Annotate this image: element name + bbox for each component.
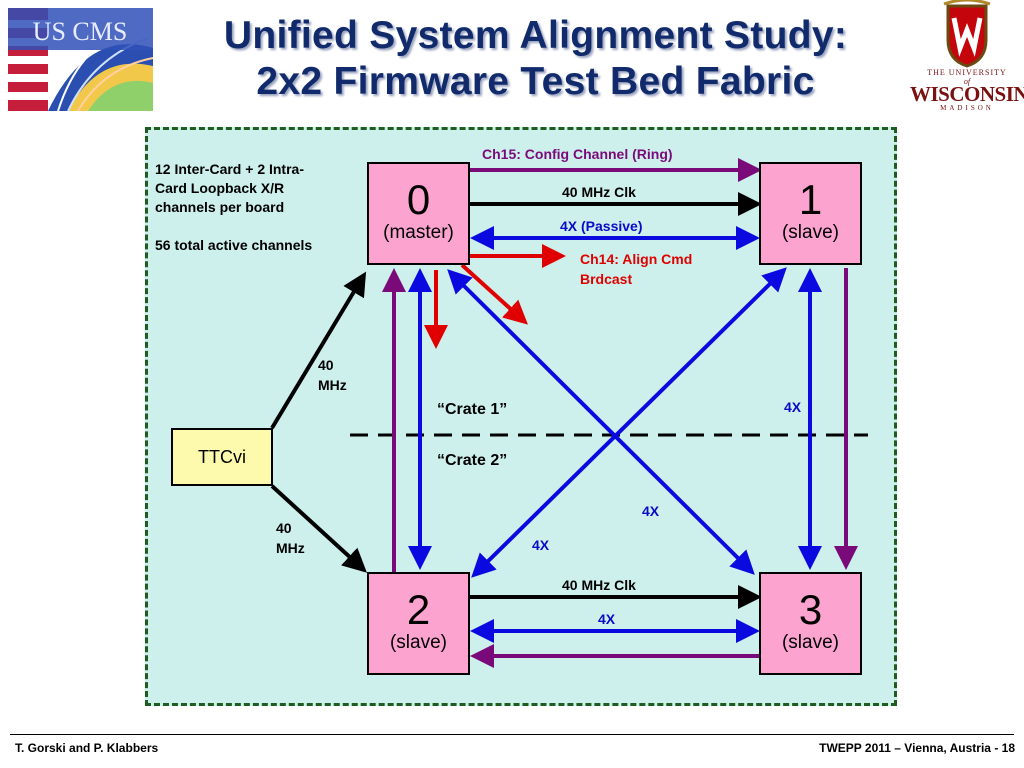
- page-title-line1: Unified System Alignment Study:: [223, 14, 848, 57]
- title-area: Unified System Alignment Study: 2x2 Firm…: [158, 8, 913, 111]
- uw-logo-line2: of: [963, 77, 971, 86]
- channel-notes: 12 Inter-Card + 2 Intra- Card Loopback X…: [155, 160, 355, 255]
- us-cms-logo-text: US CMS: [33, 17, 128, 46]
- us-cms-logo: US CMS: [8, 8, 153, 111]
- clk-top-label: 40 MHz Clk: [562, 184, 636, 200]
- node-0-master: 0 (master): [367, 162, 470, 265]
- uw-logo-line3: WISCONSIN: [910, 82, 1024, 106]
- x4-bottom-label: 4X: [598, 611, 616, 627]
- page-title-line2: 2x2 Firmware Test Bed Fabric: [256, 60, 815, 103]
- uw-logo-line1: THE UNIVERSITY: [927, 68, 1007, 77]
- node-3-slave: 3 (slave): [759, 572, 862, 675]
- uw-madison-logo: THE UNIVERSITY of WISCONSIN MADISON: [910, 0, 1024, 118]
- footer-event-page: TWEPP 2011 – Vienna, Austria - 18: [819, 741, 1015, 755]
- node-2-role: (slave): [389, 632, 447, 653]
- mhz-upper-label-2: MHz: [318, 377, 347, 393]
- ttc-to-node2-line: [270, 484, 367, 573]
- node-1-number: 1: [798, 176, 823, 223]
- node-2-slave: 2 (slave): [367, 572, 470, 675]
- passive-label: 4X (Passive): [560, 218, 643, 234]
- ch15-label: Ch15: Config Channel (Ring): [482, 146, 673, 162]
- notes-line2: Card Loopback X/R: [155, 180, 285, 196]
- node-3-number: 3: [798, 586, 823, 633]
- ch14-label-line2: Brdcast: [580, 271, 633, 287]
- footer-authors: T. Gorski and P. Klabbers: [15, 741, 159, 755]
- ttcvi-box: TTCvi: [171, 428, 273, 486]
- x4-right-label: 4X: [784, 399, 802, 415]
- mhz-lower-label-1: 40: [276, 520, 292, 536]
- node-0-number: 0: [406, 176, 431, 223]
- crate2-label: “Crate 2”: [437, 452, 508, 469]
- crest-icon: [943, 0, 991, 68]
- mhz-lower-label-2: MHz: [276, 540, 305, 556]
- us-cms-logo-graphic: US CMS: [8, 8, 153, 111]
- link-0-3: [447, 269, 755, 575]
- clk-bottom-label: 40 MHz Clk: [562, 577, 636, 593]
- link-1-2: [471, 267, 787, 578]
- notes-line3: channels per board: [155, 199, 285, 215]
- notes-line4: 56 total active channels: [155, 237, 313, 253]
- crate1-label: “Crate 1”: [437, 401, 508, 418]
- node-2-number: 2: [406, 586, 431, 633]
- ttc-to-node0-line: [270, 271, 367, 430]
- uw-logo-line4: MADISON: [940, 104, 994, 112]
- mhz-upper-label-1: 40: [318, 357, 334, 373]
- notes-line1: 12 Inter-Card + 2 Intra-: [155, 161, 304, 177]
- x4-left-label: 4X: [532, 537, 550, 553]
- ch14-label-line1: Ch14: Align Cmd: [580, 251, 693, 267]
- node-1-slave: 1 (slave): [759, 162, 862, 265]
- node-1-role: (slave): [781, 222, 839, 243]
- footer-divider: [10, 734, 1014, 735]
- node-3-role: (slave): [781, 632, 839, 653]
- node-0-role: (master): [383, 222, 454, 243]
- x4-mid-label: 4X: [642, 503, 660, 519]
